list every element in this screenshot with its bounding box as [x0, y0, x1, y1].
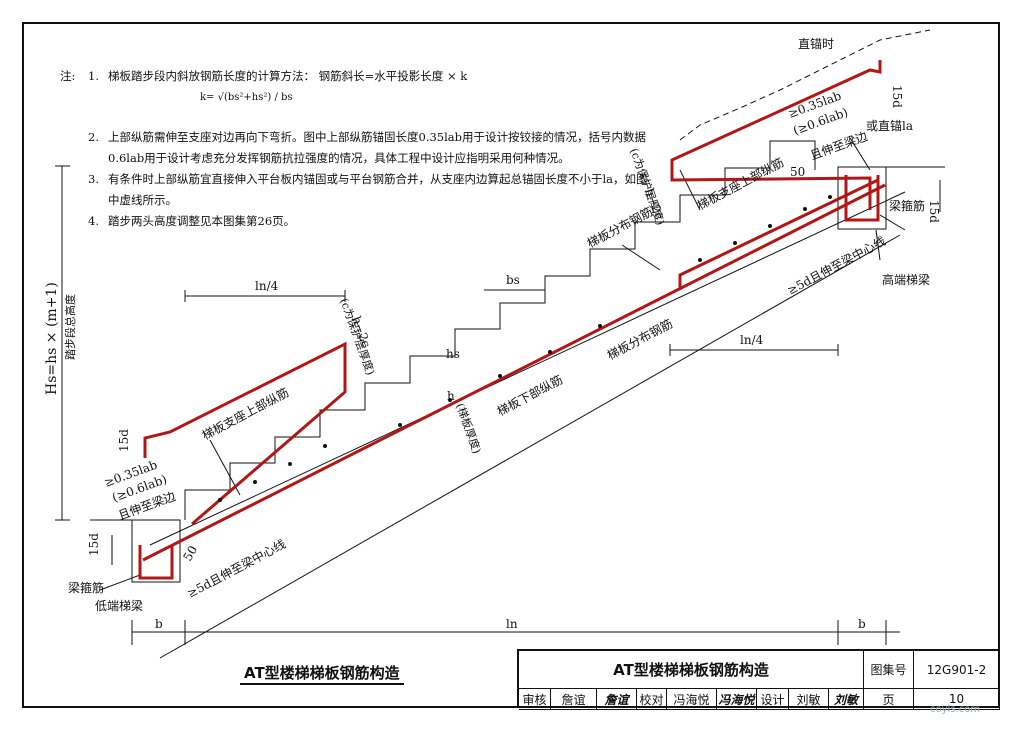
b-left: b	[155, 617, 163, 631]
k-formula: k= √(bs²+hs²) / bs	[200, 92, 293, 103]
reviewer-signature: 詹谊	[597, 689, 637, 710]
slab-thickness-label: (梯板厚度)	[453, 401, 484, 455]
title-block: AT型楼梯梯板钢筋构造 图集号 12G901-2 审核 詹谊 詹谊 校对 冯海悦…	[517, 649, 1000, 710]
page-label: 页	[864, 689, 914, 710]
slab-top-line	[149, 191, 906, 546]
steps-profile	[184, 140, 816, 520]
low-stirrup	[138, 545, 174, 580]
bend-15d-beam-low: 15d	[87, 533, 101, 556]
checker-signature: 冯海悦	[717, 689, 757, 710]
or-straight-label: 或直锚la	[866, 118, 913, 133]
atlas-no: 12G901-2	[914, 651, 1000, 689]
note-4: 踏步两头高度调整见本图集第26页。	[108, 214, 296, 228]
dist-rebar-upper: 梯板分布钢筋	[584, 204, 655, 251]
note-3: 有条件时上部纵筋宜直接伸入平台板内锚固或与平台钢筋合并，从支座内边算起总锚固长度…	[108, 172, 648, 207]
top-rebar-upper-label: 梯板支座上部纵筋	[694, 154, 786, 212]
slab-bottom-line	[159, 234, 901, 659]
note-num: 4.	[88, 214, 99, 228]
stirrup-low-label: 梁箍筋	[68, 580, 104, 595]
drawing-title-left: AT型楼梯梯板钢筋构造	[240, 662, 404, 685]
bs-label: bs	[506, 273, 520, 287]
title-block-title: AT型楼梯梯板钢筋构造	[519, 651, 864, 689]
high-top-rebar-2	[678, 178, 879, 290]
drawing-frame	[22, 22, 1000, 708]
ln4-right: ln/4	[740, 333, 764, 347]
design-label: 设计	[757, 689, 789, 710]
ln4-left: ln/4	[255, 279, 279, 293]
note-num: 3.	[88, 172, 99, 186]
dim-50-low: 50	[180, 543, 200, 563]
anchor-extend-top: 且伸至梁边	[808, 128, 870, 163]
note-num: 1.	[88, 69, 99, 83]
h-label: h	[447, 389, 455, 403]
reviewer: 詹谊	[551, 689, 597, 710]
bend-15d-low: 15d	[117, 429, 131, 452]
ln-label: ln	[506, 617, 518, 631]
atlas-label: 图集号	[864, 651, 914, 689]
ext-center-low: ≥5d且伸至梁中心线	[184, 536, 288, 601]
review-label: 审核	[519, 689, 551, 710]
checker: 冯海悦	[667, 689, 717, 710]
total-height-note: 踏步段总高度	[63, 294, 77, 360]
note-1: 梯板踏步段内斜放钢筋长度的计算方法： 钢筋斜长=水平投影长度 × k	[108, 69, 468, 83]
high-stirrup	[844, 175, 880, 222]
note-2: 上部纵筋需伸至支座对边再向下弯折。图中上部纵筋锚固长度0.35lab用于设计按铰…	[108, 130, 646, 165]
ext-center-high: ≥5d且伸至梁中心线	[784, 233, 888, 298]
note-num: 2.	[88, 130, 99, 144]
high-top-rebar	[670, 60, 882, 210]
hs-label: hs	[446, 347, 460, 361]
designer-signature: 刘敏	[829, 689, 864, 710]
total-height-label: Hs=hs × (m+1)	[44, 282, 60, 395]
c-note-low: (c为保护层厚度)	[337, 296, 378, 377]
straight-anchor-label: 直锚时	[798, 36, 834, 51]
low-beam-label: 低端梯梁	[95, 598, 143, 613]
watermark: coyls.com	[930, 704, 981, 715]
designer: 刘敏	[789, 689, 829, 710]
stirrup-high-label: 梁箍筋	[889, 198, 925, 213]
bottom-rebar	[142, 183, 886, 562]
high-beam-label: 高端梯梁	[882, 272, 930, 287]
check-label: 校对	[637, 689, 667, 710]
low-top-rebar	[143, 341, 347, 526]
notes-block: 注: 1. 梯板踏步段内斜放钢筋长度的计算方法： 钢筋斜长=水平投影长度 × k…	[60, 66, 648, 232]
bend-15d-high: 15d	[927, 200, 941, 223]
page-no: 10	[914, 689, 1000, 710]
notes-prefix: 注:	[60, 69, 76, 83]
b-right: b	[858, 617, 866, 631]
dim-50-top: 50	[790, 165, 805, 179]
bend-15d-top: 15d	[890, 85, 904, 108]
